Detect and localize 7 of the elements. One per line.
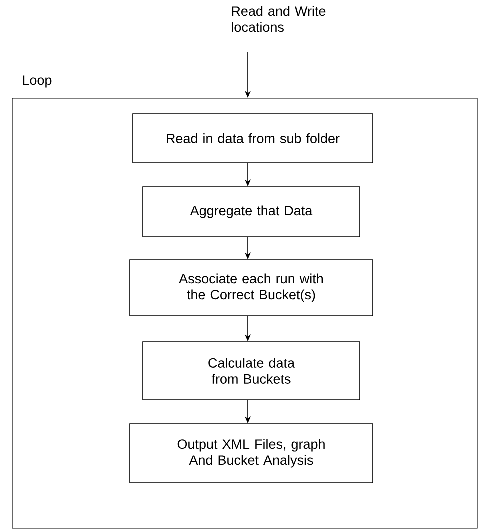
frame-heading: Loop <box>23 76 52 88</box>
input-label: Read and Write locations <box>232 6 326 32</box>
process-box: Output XML Files, graph And Bucket Analysis <box>130 424 374 484</box>
process-box: Associate each run with the Correct Bucket(s) <box>130 260 374 316</box>
process-box: Read in data from sub folder <box>132 114 374 164</box>
process-box: Aggregate that Data <box>142 186 360 238</box>
process-box: Calculate data from Buckets <box>142 342 360 400</box>
